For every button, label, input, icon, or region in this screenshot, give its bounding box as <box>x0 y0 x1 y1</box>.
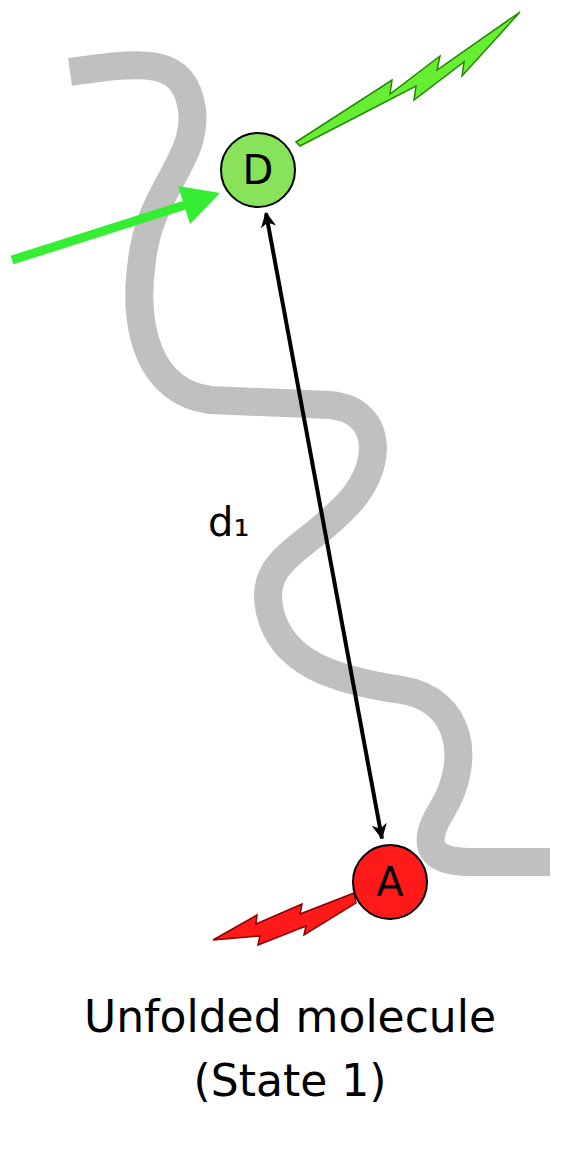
molecule-chain <box>70 65 550 862</box>
distance-arrow <box>266 213 382 838</box>
distance-label: d₁ <box>208 500 249 544</box>
donor-emission-bolt <box>296 12 520 146</box>
node-letter: A <box>376 862 403 902</box>
donor-circle: D <box>220 132 296 208</box>
acceptor-circle: A <box>352 844 428 920</box>
excitation-arrow <box>12 205 185 260</box>
figure-caption: Unfolded molecule (State 1) <box>30 985 550 1113</box>
node-letter: D <box>243 150 274 190</box>
acceptor-emission-bolt <box>213 893 356 945</box>
excitation-arrowhead <box>178 186 220 224</box>
